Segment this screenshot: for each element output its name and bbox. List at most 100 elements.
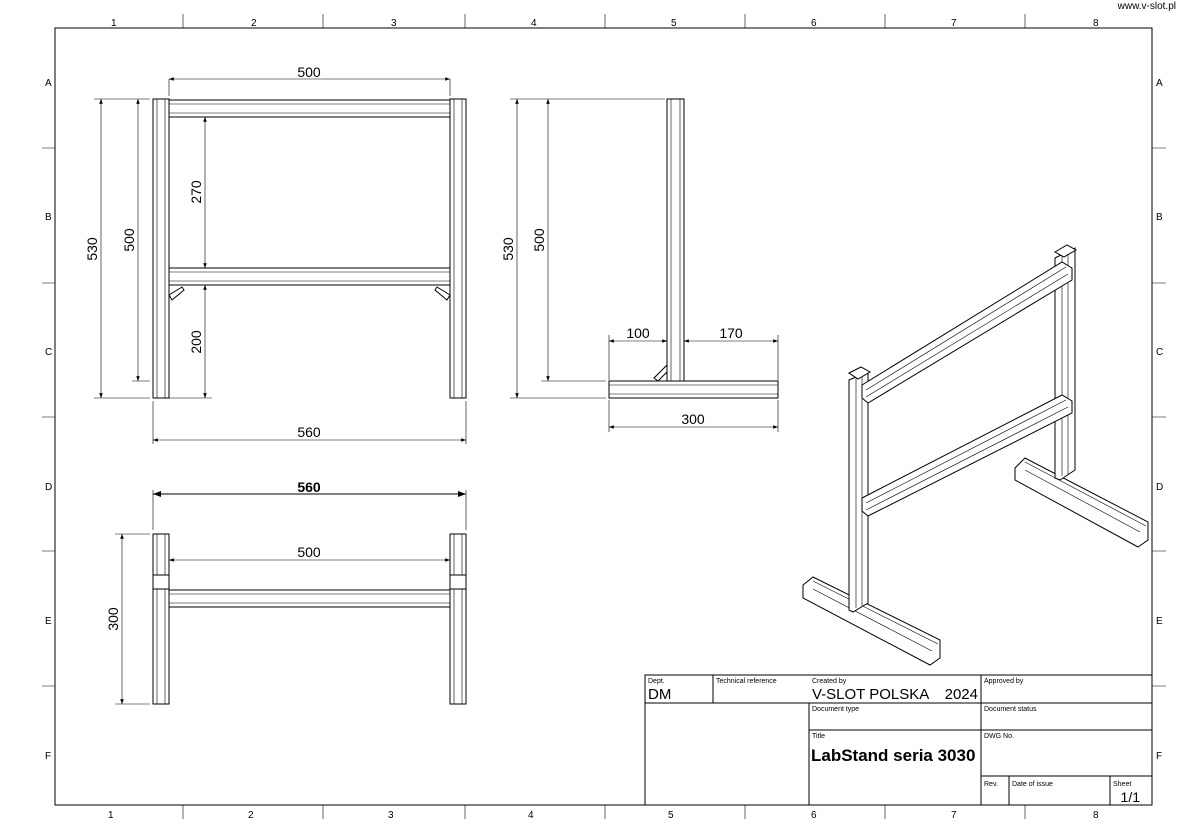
sheet-label: Sheet <box>1113 781 1131 788</box>
drawing-line <box>848 366 872 380</box>
drawing-line <box>168 79 451 96</box>
dim-side-300: 300 <box>681 411 705 427</box>
drawing-line <box>855 375 863 608</box>
drawing-line <box>645 675 1152 805</box>
dept-value: DM <box>648 686 671 703</box>
dim-front-500: 500 <box>297 64 321 80</box>
label: E <box>1156 616 1163 627</box>
label: D <box>1156 482 1163 493</box>
label: 4 <box>531 18 537 29</box>
top-view: 560 500 300 <box>105 479 467 705</box>
sheet-value: 1/1 <box>1121 789 1141 805</box>
created-by-label: Created by <box>812 678 847 685</box>
label: F <box>1156 751 1162 762</box>
dim-side-100: 100 <box>626 325 650 341</box>
dim-top-500: 500 <box>297 544 321 560</box>
drawing-line <box>608 335 779 380</box>
label: 2 <box>248 810 254 821</box>
approved-by-label: Approved by <box>984 678 1024 685</box>
drawing-line <box>510 98 665 399</box>
drawing-line <box>861 261 1073 404</box>
dim-front-500-height: 500 <box>121 228 137 252</box>
drawing-line <box>42 147 55 687</box>
dim-front-270: 270 <box>188 180 204 204</box>
drawing-line <box>156 99 166 398</box>
drawing-line <box>152 533 170 705</box>
drawing-line <box>1061 252 1069 476</box>
doc-status-label: Document status <box>984 706 1037 713</box>
label: 5 <box>668 810 674 821</box>
dim-front-560: 560 <box>297 424 321 440</box>
drawing-line <box>168 267 451 286</box>
title-label: Title <box>812 733 825 740</box>
label: 4 <box>528 810 534 821</box>
website-label: www.v-slot.pl <box>1117 1 1176 12</box>
tech-ref-label: Technical reference <box>716 678 777 685</box>
drawing-line <box>152 490 467 530</box>
drawing-line <box>1053 244 1078 258</box>
drawing-title: LabStand seria 3030 <box>811 746 975 765</box>
label: 8 <box>1093 810 1099 821</box>
isometric-view <box>802 244 1149 666</box>
drawing-line <box>449 574 467 590</box>
drawing-line <box>670 99 681 381</box>
year-value: 2024 <box>945 686 978 703</box>
dim-top-560: 560 <box>297 479 321 495</box>
dim-front-200: 200 <box>188 330 204 354</box>
drawing-line <box>182 805 1026 819</box>
drawing-line <box>812 580 939 652</box>
label: B <box>1156 212 1163 223</box>
drawing-line <box>865 266 1069 398</box>
label: 3 <box>391 18 397 29</box>
rev-label: Rev. <box>984 781 998 788</box>
label: 5 <box>671 18 677 29</box>
drawing-line <box>453 99 463 398</box>
label: E <box>45 616 52 627</box>
label: A <box>45 78 52 89</box>
drawing-line <box>802 576 941 666</box>
created-by-value: V-SLOT POLSKA <box>812 686 929 703</box>
label: 7 <box>951 810 957 821</box>
front-view: 500 530 500 270 200 560 <box>84 64 467 444</box>
label: 3 <box>388 810 394 821</box>
dept-label: Dept. <box>648 678 665 685</box>
label: B <box>45 212 52 223</box>
dim-side-530: 530 <box>500 237 516 261</box>
label: 1 <box>108 810 114 821</box>
title-block: Dept. DM Technical reference Created by … <box>644 674 1153 806</box>
drawing-line <box>449 98 467 399</box>
label: C <box>1156 347 1163 358</box>
label: 6 <box>811 18 817 29</box>
drawing-line <box>653 363 668 382</box>
drawing-line <box>94 98 150 399</box>
zone-ticks <box>42 14 1166 819</box>
label: 8 <box>1093 18 1099 29</box>
drawing-line <box>666 98 685 382</box>
label: F <box>45 751 51 762</box>
drawing-line <box>169 271 450 282</box>
zone-row-labels: AB CD EF AB CD EF <box>45 78 1163 762</box>
label: A <box>1156 78 1163 89</box>
drawing-line <box>644 674 1153 806</box>
drawing-line <box>182 14 1026 28</box>
label: 7 <box>951 18 957 29</box>
drawing-line <box>861 394 1073 517</box>
dim-top-300: 300 <box>105 607 121 631</box>
dim-side-170: 170 <box>719 325 743 341</box>
zone-column-labels: 1 2 3 4 5 6 7 8 1 2 3 4 5 6 7 8 <box>108 18 1099 821</box>
drawing-line <box>848 371 869 613</box>
drawing-line <box>169 593 450 604</box>
label: 2 <box>251 18 257 29</box>
drawing-line <box>152 574 170 590</box>
dim-front-530: 530 <box>84 237 100 261</box>
label: 1 <box>111 18 117 29</box>
drawing-line <box>168 589 451 608</box>
drawing-line <box>865 399 1069 511</box>
drawing-line <box>1024 461 1147 533</box>
drawing-line <box>169 103 450 114</box>
drawing-line <box>168 286 451 301</box>
label: 6 <box>811 810 817 821</box>
drawing-line <box>156 534 166 704</box>
